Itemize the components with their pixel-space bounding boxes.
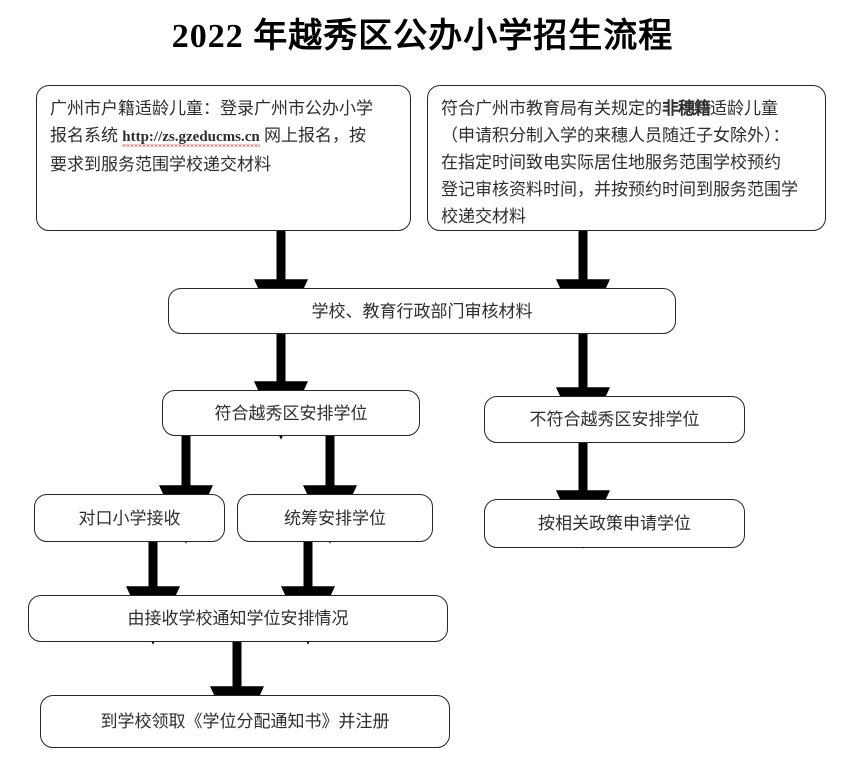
entry-nonlocal-line-1-prefix: 符合广州市教育局有关规定的 xyxy=(441,99,662,118)
entry-nonlocal-line-1-suffix: 适龄儿童 xyxy=(710,99,778,118)
entry-nonlocal-line-4: 登记审核资料时间，并按预约时间到服务范围学 xyxy=(441,180,798,199)
node-notify-label: 由接收学校通知学位安排情况 xyxy=(127,609,349,628)
node-not-qualified[interactable]: 不符合越秀区安排学位 xyxy=(484,396,745,443)
entry-nonlocal-line-2: （申请积分制入学的来穗人员随迁子女除外）： xyxy=(441,126,790,145)
entry-local-line-2: 报名系统 http://zs.gzeducms.cn 网上报名，按 xyxy=(50,122,398,151)
entry-nonlocal-line-1: 符合广州市教育局有关规定的非穗籍适龄儿童 xyxy=(441,95,813,122)
entry-local-line-2-prefix: 报名系统 xyxy=(50,126,123,145)
node-entry-nonlocal[interactable]: 符合广州市教育局有关规定的非穗籍适龄儿童 （申请积分制入学的来穗人员随迁子女除外… xyxy=(427,85,826,231)
node-apply-policy-label: 按相关政策申请学位 xyxy=(538,514,691,533)
node-paired-school-label: 对口小学接收 xyxy=(78,508,181,528)
node-register[interactable]: 到学校领取《学位分配通知书》并注册 xyxy=(40,695,450,748)
node-review[interactable]: 学校、教育行政部门审核材料 xyxy=(168,288,676,334)
page-title: 2022 年越秀区公办小学招生流程 xyxy=(171,18,674,55)
non-suiji-term: 非穗籍 xyxy=(662,99,711,118)
node-review-label: 学校、教育行政部门审核材料 xyxy=(311,301,533,321)
node-coordinated-label: 统筹安排学位 xyxy=(284,508,386,528)
node-coordinated[interactable]: 统筹安排学位 xyxy=(237,494,433,542)
node-apply-policy[interactable]: 按相关政策申请学位 xyxy=(484,499,745,548)
entry-local-line-1: 广州市户籍适龄儿童：登录广州市公办小学 xyxy=(50,99,373,118)
node-not-qualified-label: 不符合越秀区安排学位 xyxy=(529,410,700,429)
entry-nonlocal-line-3: 在指定时间致电实际居住地服务范围学校预约 xyxy=(441,153,781,172)
entry-local-line-3: 要求到服务范围学校递交材料 xyxy=(50,155,271,174)
node-qualified[interactable]: 符合越秀区安排学位 xyxy=(162,390,420,436)
node-entry-local[interactable]: 广州市户籍适龄儿童：登录广州市公办小学 报名系统 http://zs.gzedu… xyxy=(36,85,411,231)
node-qualified-label: 符合越秀区安排学位 xyxy=(214,403,368,423)
node-paired-school[interactable]: 对口小学接收 xyxy=(34,494,225,542)
entry-local-line-2-suffix: 网上报名，按 xyxy=(259,126,366,145)
node-register-label: 到学校领取《学位分配通知书》并注册 xyxy=(100,712,390,731)
node-notify[interactable]: 由接收学校通知学位安排情况 xyxy=(28,595,448,642)
registration-url[interactable]: http://zs.gzeducms.cn xyxy=(122,129,260,145)
entry-nonlocal-line-5: 校递交材料 xyxy=(441,207,526,226)
